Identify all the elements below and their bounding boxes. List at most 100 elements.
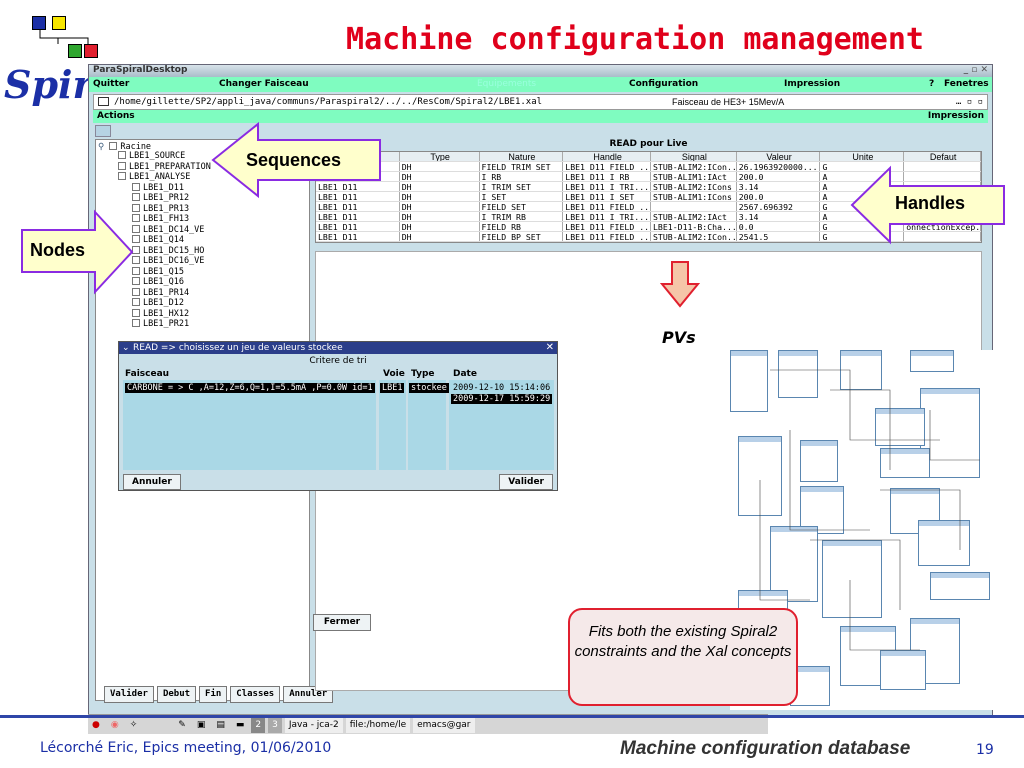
table-cell: DH — [400, 202, 480, 211]
tree-item[interactable]: LBE1_HX12 — [132, 308, 189, 319]
date-value-2[interactable]: 2009-12-17 15:59:29 — [451, 394, 553, 404]
task-java[interactable]: Java - jca-2 — [284, 716, 343, 733]
close-icon[interactable]: ✕ — [545, 342, 554, 353]
tree-item[interactable]: LBE1_SOURCE — [118, 151, 185, 161]
column-header: Signal — [651, 152, 737, 161]
tool-icon[interactable]: ✧ — [129, 719, 138, 730]
node-icon — [132, 214, 140, 222]
node-icon — [132, 182, 140, 191]
task-emacs[interactable]: emacs@gar — [413, 716, 475, 733]
note-box: Fits both the existing Spiral2 constrain… — [568, 608, 798, 706]
tree-item[interactable]: LBE1_DC16_VE — [132, 256, 204, 266]
col-type: Type — [411, 369, 435, 379]
tree-item[interactable]: LBE1_DC14_VE — [132, 224, 204, 235]
monitor-icon[interactable]: ▣ — [196, 719, 206, 730]
workspace-2[interactable]: 2 — [251, 716, 266, 733]
table-cell: FIELD_BP_SET — [480, 232, 564, 241]
tree-item[interactable]: LBE1_Q14 — [132, 235, 184, 245]
tree-item[interactable]: LBE1_ANALYSE — [118, 172, 190, 182]
window-controls[interactable]: _ ▫ ✕ — [963, 65, 988, 75]
fin-button[interactable]: Fin — [199, 686, 228, 703]
type-list[interactable] — [408, 380, 446, 470]
menu-equipements[interactable]: Equipements — [477, 79, 537, 89]
table-header-title: READ pour Live — [315, 139, 982, 151]
tree-item[interactable]: LBE1_FH13 — [132, 214, 189, 224]
table-cell: DH — [400, 172, 480, 181]
schema-table — [880, 650, 926, 690]
valider-button[interactable]: Valider — [104, 686, 154, 703]
path-bar: /home/gillette/SP2/appli_java/communs/Pa… — [93, 94, 988, 110]
dialog-valider-button[interactable]: Valider — [499, 474, 553, 490]
window-title: ParaSpiralDesktop — [93, 65, 188, 75]
table-cell — [316, 172, 400, 181]
table-cell: DH — [400, 222, 480, 231]
path-controls[interactable]: … ▫ ▫ — [955, 97, 983, 107]
menu-help[interactable]: ? — [929, 79, 935, 89]
table-cell: LBE1_D11 — [316, 212, 400, 221]
tree-item[interactable]: LBE1_PREPARATION — [118, 161, 211, 172]
type-value[interactable]: stockee — [409, 383, 449, 393]
tree-item[interactable]: LBE1_PR12 — [132, 193, 189, 203]
table-cell: I_TRIM_RB — [480, 212, 564, 221]
actions-impression[interactable]: Impression — [927, 111, 984, 121]
table-cell: A — [820, 172, 905, 181]
schema-table — [738, 436, 782, 516]
menu-changer-faisceau[interactable]: Changer Faisceau — [219, 79, 309, 89]
voie-list[interactable] — [379, 380, 406, 470]
node-icon — [132, 287, 140, 296]
tree-root[interactable]: ⚲ Racine — [98, 142, 152, 152]
menu-impression[interactable]: Impression — [784, 79, 841, 89]
tab-main[interactable] — [95, 125, 111, 137]
nodes-arrow — [21, 209, 134, 295]
edit-icon[interactable]: ✎ — [178, 719, 186, 730]
workspace-3[interactable]: 3 — [268, 716, 282, 733]
menu-fenetres[interactable]: Fenetres — [944, 79, 989, 89]
col-voie: Voie — [383, 369, 405, 379]
tree-item[interactable]: LBE1_PR21 — [132, 319, 189, 329]
menu-quitter[interactable]: Quitter — [93, 79, 130, 89]
schema-table — [930, 572, 990, 600]
folder-icon — [98, 97, 109, 106]
sequences-arrow — [211, 121, 381, 199]
col-date: Date — [453, 369, 477, 379]
menu-configuration[interactable]: Configuration — [629, 79, 699, 89]
tree-item[interactable]: LBE1_DC15_HO — [132, 245, 204, 256]
node-icon — [132, 266, 140, 275]
faisceau-value[interactable]: CARBONE = > C ,A=12,Z=6,Q=1,I=5.5mA ,P=0… — [125, 383, 375, 393]
redhat-icon[interactable]: ● — [92, 719, 100, 730]
column-header: Type — [400, 152, 480, 161]
tree-item[interactable]: LBE1_PR14 — [132, 287, 189, 298]
node-icon — [118, 151, 126, 159]
table-cell — [904, 172, 981, 181]
task-file[interactable]: file:/home/le — [345, 716, 411, 733]
logo-square-red — [84, 44, 98, 58]
sequences-label: Sequences — [246, 150, 342, 170]
faisceau-list[interactable] — [123, 380, 376, 470]
minimize-icon[interactable]: ▬ — [235, 719, 245, 730]
chevron-down-icon[interactable]: ⌄ — [122, 343, 130, 353]
schema-table — [778, 350, 818, 398]
tree-item[interactable]: LBE1_Q15 — [132, 266, 184, 277]
tree-item[interactable]: LBE1_Q16 — [132, 277, 184, 287]
table-cell: LBE1_D11 — [316, 202, 400, 211]
classes-button[interactable]: Classes — [230, 686, 281, 703]
voie-value[interactable]: LBE1 — [380, 383, 405, 393]
table-cell: LBE1_D11_I_TRI... — [565, 212, 651, 221]
dialog-annuler-button[interactable]: Annuler — [123, 474, 181, 490]
debut-button[interactable]: Debut — [156, 686, 197, 703]
tree-item[interactable]: LBE1_PR13 — [132, 203, 189, 214]
table-cell: G — [820, 232, 905, 241]
tree-item[interactable]: LBE1_D12 — [132, 298, 184, 308]
date-value-1[interactable]: 2009-12-10 15:14:06 — [451, 383, 553, 393]
terminal-icon[interactable]: ▤ — [216, 719, 225, 730]
fermer-button[interactable]: Fermer — [313, 614, 371, 631]
browser-icon[interactable]: ◉ — [110, 719, 119, 730]
tree-item[interactable]: LBE1_D11 — [132, 182, 184, 193]
schema-table — [918, 520, 970, 566]
